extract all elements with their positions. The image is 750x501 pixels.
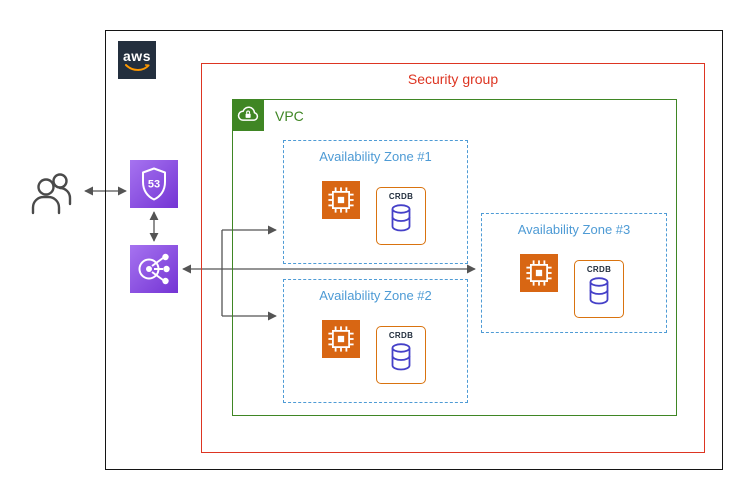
availability-zone-3: Availability Zone #3 [481, 213, 667, 333]
route53-icon: 53 [130, 160, 178, 208]
crdb-node: CRDB [376, 326, 426, 384]
aws-logo: aws [118, 41, 156, 79]
aws-cloud-boundary: aws Security group VPC [105, 30, 723, 470]
vpc-icon [232, 99, 264, 131]
ec2-chip-glyph [526, 260, 552, 286]
security-group-label: Security group [407, 71, 499, 87]
availability-zone-2: Availability Zone #2 [283, 279, 468, 403]
ec2-chip-glyph [328, 187, 354, 213]
crdb-label: CRDB [586, 265, 612, 274]
route53-label: 53 [148, 179, 160, 191]
availability-zone-1-label: Availability Zone #1 [319, 149, 432, 164]
security-group-boundary: Security group VPC Availability Zone #1 [201, 63, 705, 453]
availability-zone-2-label: Availability Zone #2 [319, 288, 432, 303]
aws-logo-text: aws [123, 47, 151, 64]
aws-smile-icon [125, 63, 150, 71]
ec2-instance-icon [322, 320, 360, 358]
vpc-label: VPC [275, 108, 304, 124]
vpc-cloud-lock-icon [237, 106, 259, 121]
database-cylinder-icon [391, 204, 411, 232]
ec2-instance-icon [520, 254, 558, 292]
elb-icon [130, 245, 178, 293]
ec2-instance-icon [322, 181, 360, 219]
users-icon [31, 173, 72, 215]
database-cylinder-icon [391, 343, 411, 371]
load-balancer-glyph [138, 253, 170, 285]
availability-zone-1: Availability Zone #1 [283, 140, 468, 264]
ec2-chip-glyph [328, 326, 354, 352]
crdb-node: CRDB [376, 187, 426, 245]
crdb-node: CRDB [574, 260, 624, 318]
vpc-boundary: VPC Availability Zone #1 [232, 99, 677, 416]
crdb-label: CRDB [388, 192, 414, 201]
route53-shield-icon: 53 [142, 167, 166, 201]
availability-zone-3-label: Availability Zone #3 [517, 222, 631, 237]
crdb-label: CRDB [388, 331, 414, 340]
database-cylinder-icon [589, 277, 609, 305]
